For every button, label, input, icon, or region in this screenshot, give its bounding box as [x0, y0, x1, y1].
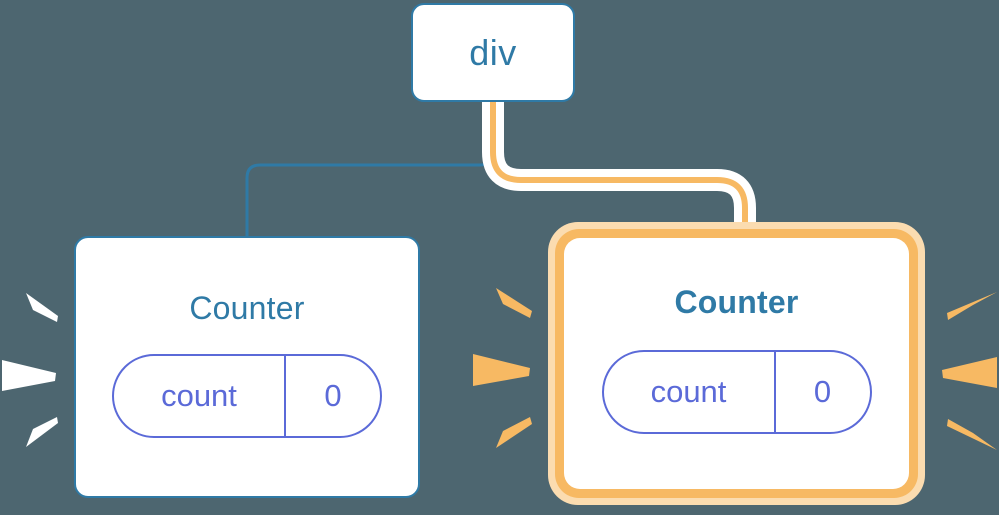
state-value-right: 0	[773, 352, 870, 432]
state-value-left: 0	[284, 356, 380, 436]
state-key-right: count	[650, 374, 727, 409]
spark-group-right	[942, 292, 997, 450]
spark-ray-orange-inner-middle	[473, 354, 530, 386]
state-pill-right[interactable]: count 0	[601, 350, 872, 434]
node-counter-right-label: Counter	[674, 284, 799, 320]
node-counter-left-label: Counter	[189, 290, 305, 326]
node-counter-right[interactable]: Counter count 0	[564, 238, 909, 489]
state-pill-left[interactable]: count 0	[112, 354, 382, 438]
node-div-label: div	[469, 31, 517, 73]
edge-div-to-right-counter	[490, 102, 748, 232]
spark-ray-orange-inner-bottom	[496, 417, 532, 448]
spark-ray-white-middle	[2, 360, 56, 391]
node-div[interactable]: div	[411, 3, 575, 102]
node-counter-right-highlight-glow: Counter count 0	[548, 222, 925, 505]
spark-ray-white-top	[26, 293, 58, 322]
spark-group-middle	[473, 288, 532, 448]
counter-left-content: Counter count 0	[76, 238, 418, 496]
node-counter-right-highlight-ring: Counter count 0	[555, 229, 918, 498]
spark-ray-orange-outer-middle	[942, 357, 997, 388]
spark-group-left	[2, 293, 58, 447]
counter-right-content: Counter count 0	[564, 238, 909, 489]
spark-ray-white-bottom	[26, 417, 58, 447]
spark-ray-orange-outer-bottom	[947, 419, 997, 450]
spark-ray-orange-inner-top	[496, 288, 532, 318]
state-key-left: count	[161, 378, 237, 413]
node-counter-left[interactable]: Counter count 0	[74, 236, 420, 498]
spark-ray-orange-outer-top	[947, 292, 997, 320]
